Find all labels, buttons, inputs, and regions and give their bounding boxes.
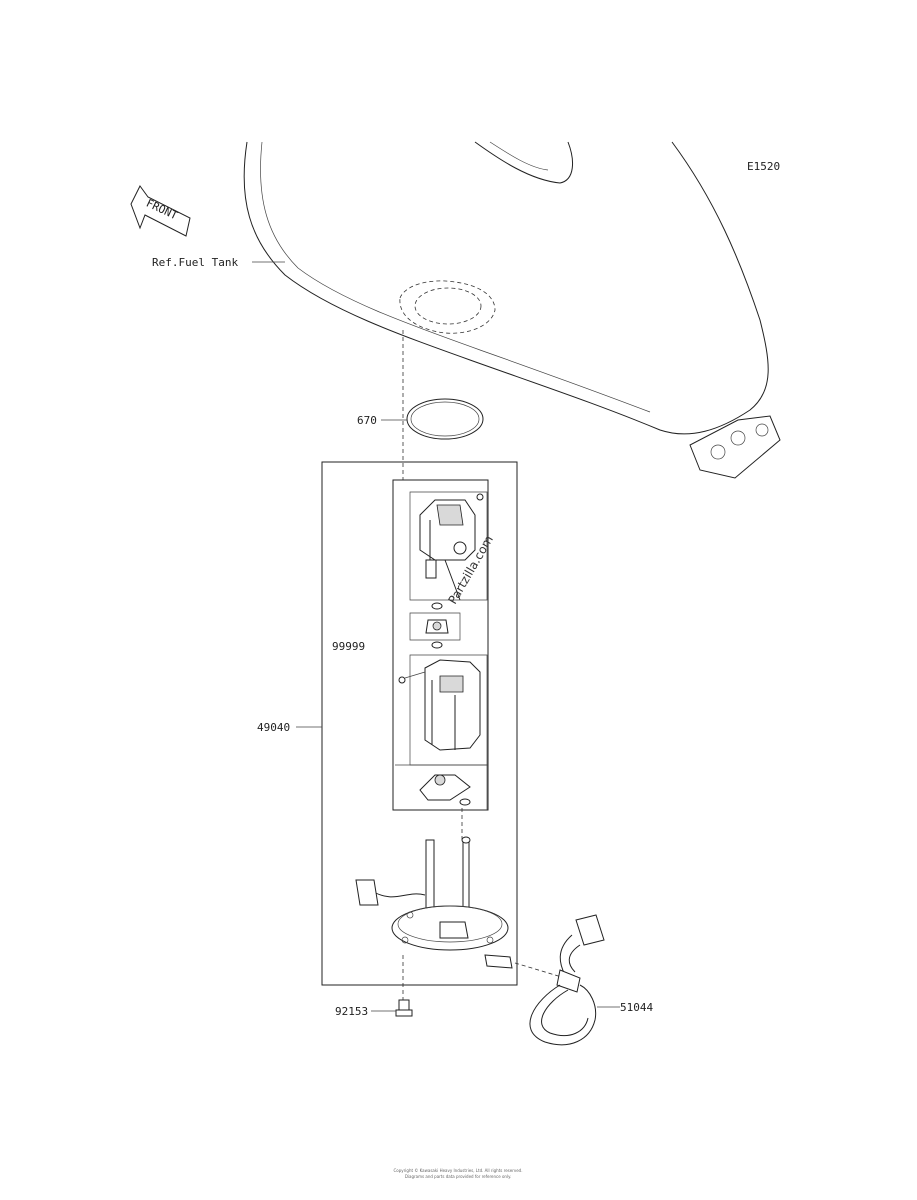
pump-flange-assembly (391, 808, 513, 969)
bolt-part (395, 999, 413, 1017)
o-ring-part (406, 398, 484, 440)
part-49040-label: 49040 (257, 721, 290, 734)
part-99999-label: 99999 (332, 640, 365, 653)
fuel-pump-body (398, 654, 488, 766)
pump-upper-module (409, 491, 488, 601)
ref-fuel-tank-label: Ref.Fuel Tank (152, 256, 238, 269)
assembly-bracket (321, 461, 518, 986)
pump-filter (395, 764, 488, 810)
footer-line-2: Diagrams and parts data provided for ref… (405, 1174, 511, 1179)
part-670-label: 670 (357, 414, 377, 427)
part-51044-label: 51044 (620, 1001, 653, 1014)
fuel-tank-outline (243, 141, 781, 479)
front-arrow-icon: FRONT (130, 185, 191, 237)
footer-line-1: Copyright © Kawasaki Heavy Industries, L… (394, 1168, 523, 1173)
pressure-regulator (409, 602, 461, 649)
subassembly-bracket (392, 479, 489, 811)
diagram-code: E1520 (747, 160, 780, 173)
fuel-hose-part (514, 914, 605, 1046)
part-92153-label: 92153 (335, 1005, 368, 1018)
wiring-connector (355, 879, 426, 906)
